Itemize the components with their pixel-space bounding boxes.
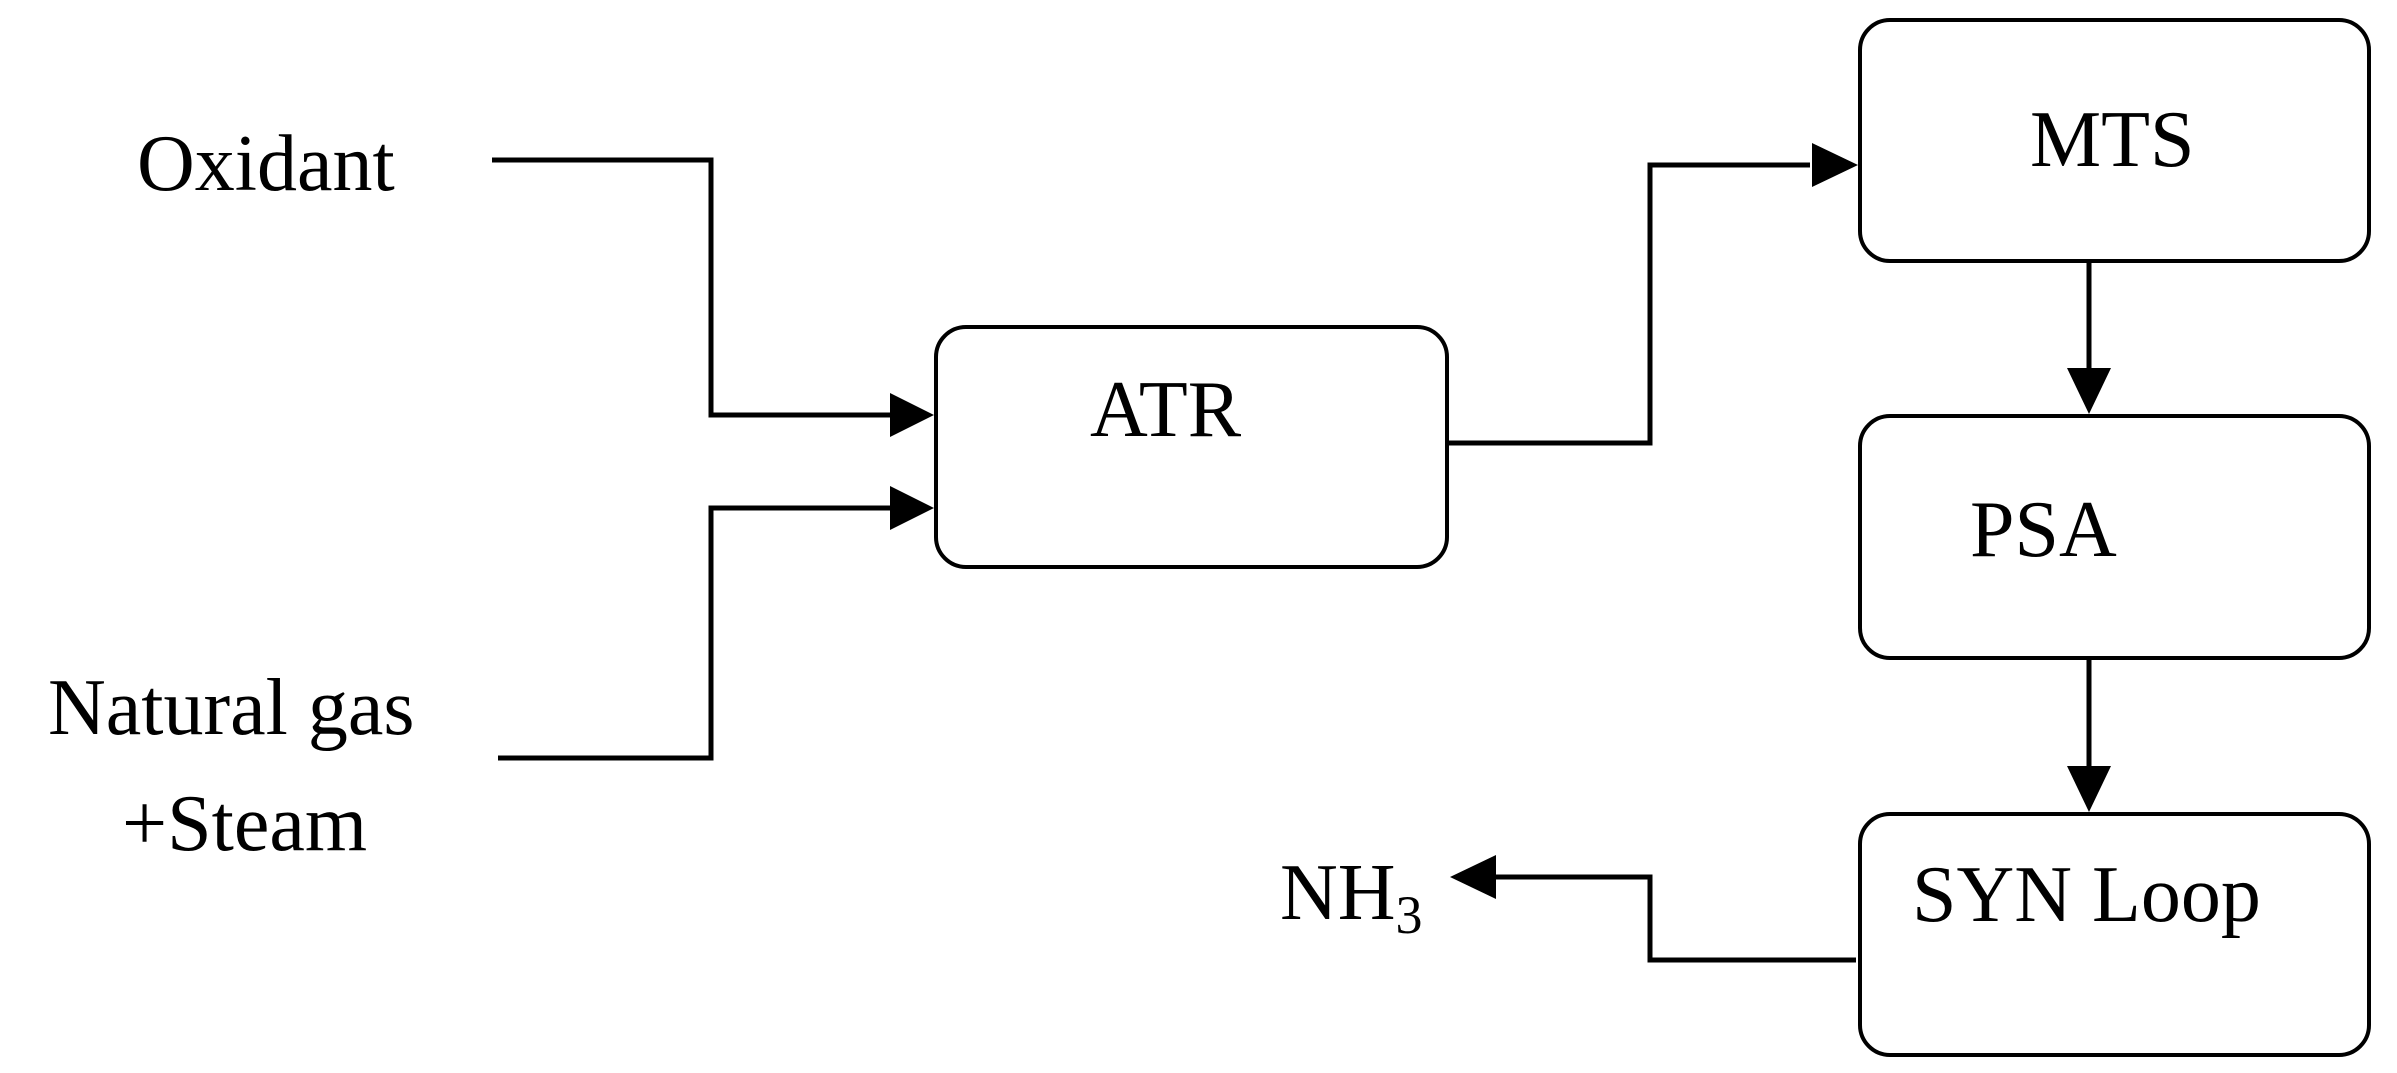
arrowhead-into-atr-bottom — [890, 486, 934, 530]
steam-label: +Steam — [122, 780, 368, 868]
arrowhead-into-mts — [1812, 143, 1858, 187]
arrowhead-into-syn-loop — [2067, 766, 2111, 812]
mts-label: MTS — [2030, 96, 2195, 184]
atr-label: ATR — [1090, 366, 1242, 454]
natural-gas-label: Natural gas — [48, 664, 415, 752]
nh3-base: NH — [1280, 849, 1396, 937]
atr-to-mts-line — [1449, 162, 1810, 446]
syn-loop-label: SYN Loop — [1912, 851, 2261, 939]
arrowhead-to-nh3 — [1450, 855, 1496, 899]
syn-to-nh3-line — [1490, 874, 1856, 963]
psa-label: PSA — [1970, 486, 2117, 574]
arrowhead-into-atr-top — [890, 393, 934, 437]
nh3-label: NH3 — [1280, 853, 1423, 942]
psa-box — [1858, 414, 2371, 660]
oxidant-flow-line — [492, 157, 890, 418]
syn-loop-box — [1858, 812, 2371, 1057]
oxidant-label: Oxidant — [137, 120, 395, 208]
atr-box — [934, 325, 1449, 569]
mts-box — [1858, 18, 2371, 263]
arrowhead-into-psa — [2067, 368, 2111, 414]
nh3-subscript: 3 — [1395, 885, 1423, 945]
natural-gas-flow-line — [498, 505, 890, 761]
